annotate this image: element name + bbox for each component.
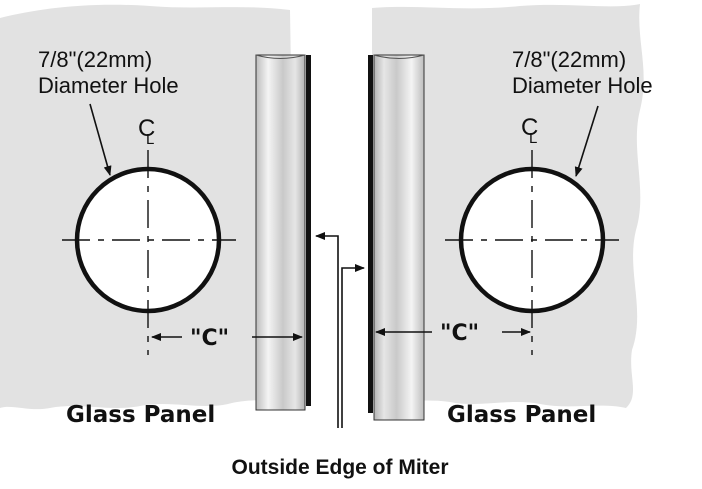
left-centerline-symbol: C [138,115,155,142]
right-dimension-label: "C" [440,321,479,346]
left-hole-desc-label: Diameter Hole [38,73,179,98]
left-tube-top-edge [255,54,306,59]
miter-leader-right [341,264,365,428]
left-hole-leader-arrow [89,103,112,176]
right-centerline-subscript: L [529,130,537,147]
left-tube [255,54,306,411]
right-hole-leader-arrow [574,105,599,177]
right-hole-size-label: 7/8"(22mm) [512,47,626,72]
right-tube [373,54,425,421]
miter-leader-left [315,232,339,428]
right-panel-label: Glass Panel [447,402,596,428]
left-dimension-label: "C" [190,326,229,351]
left-centerline-subscript: L [146,131,154,148]
right-hole-desc-label: Diameter Hole [512,73,653,98]
right-glass-edge [368,55,373,413]
right-tube-top-edge [373,54,425,59]
right-centerline-symbol: C [521,114,538,141]
miter-caption: Outside Edge of Miter [231,456,448,479]
left-glass-edge [306,55,311,406]
left-hole-size-label: 7/8"(22mm) [38,47,152,72]
left-panel-label: Glass Panel [66,402,215,428]
